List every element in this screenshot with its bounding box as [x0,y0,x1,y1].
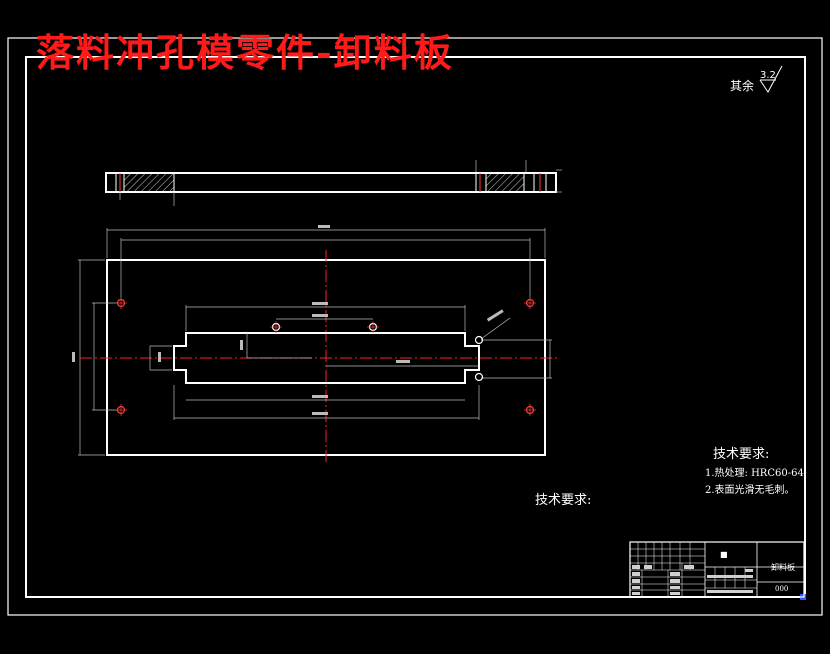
section-view [105,160,562,206]
title-block-part-name: 卸料板 [771,563,795,572]
tech-requirement-item-1: 1.热处理: HRC60-64; [705,468,808,479]
tech-requirement-item-2: 2.表面光滑无毛刺。 [705,485,795,496]
title-block-code: 000 [775,585,789,593]
tech-requirements-heading: 技术要求: [713,447,770,462]
roughness-symbol [759,65,783,93]
inner-frame [25,56,806,598]
roughness-label: 其余 [730,78,754,93]
outer-frame [7,37,823,616]
roughness-value: 3.2 [760,70,776,81]
lower-tech-heading: 技术要求: [535,493,592,508]
drawing-title: 落料冲孔模零件-卸料板 [36,30,454,75]
front-view [72,225,560,465]
cutout-profile [173,332,480,384]
title-block [629,541,805,598]
title-block-material: ■ [720,550,728,559]
